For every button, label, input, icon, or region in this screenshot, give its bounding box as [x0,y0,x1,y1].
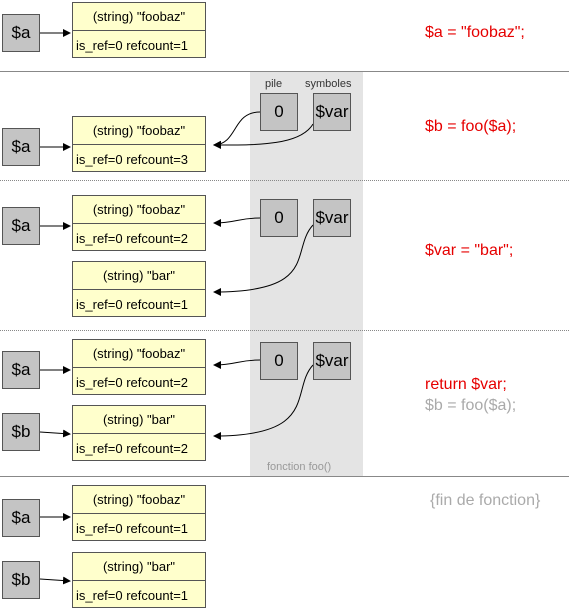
symbol-var: $var [313,93,351,131]
zval-value: (string) "bar" [73,262,205,290]
separator-2 [0,180,569,181]
zval-refcount: is_ref=0 refcount=1 [76,520,189,536]
zval-refcount: is_ref=0 refcount=2 [76,374,189,390]
code-step-5: {fin de fonction} [430,492,541,509]
zval-bar: (string) "bar" is_ref=0 refcount=1 [72,261,206,317]
arrow-stack-step4 [213,359,261,369]
zval-value: (string) "foobaz" [73,117,205,145]
arrow-stack-step2 [213,111,261,149]
separator-3 [0,330,569,331]
code-step-4: return $var; [425,376,507,393]
variable-b: $b [2,413,40,451]
zval-value: (string) "foobaz" [73,3,205,31]
zval-refcount: is_ref=0 refcount=1 [76,296,189,312]
stack-slot: 0 [260,93,298,131]
symbol-var: $var [313,342,351,380]
zval-bar: (string) "bar" is_ref=0 refcount=2 [72,405,206,461]
zval-bar: (string) "bar" is_ref=0 refcount=1 [72,552,206,608]
zval-value: (string) "bar" [73,553,205,581]
zval-refcount: is_ref=0 refcount=3 [76,151,189,167]
arrow-stack-step3 [213,217,261,227]
zval-refcount: is_ref=0 refcount=2 [76,230,189,246]
arrow-b-step4 [39,429,71,438]
zval-value: (string) "foobaz" [73,486,205,514]
variable-a: $a [2,207,40,245]
separator-4 [0,476,569,477]
code-step-1: $a = "foobaz"; [425,24,525,41]
arrow-var-step3 [213,224,314,296]
stack-label: pile [265,78,283,90]
zval-foobaz: (string) "foobaz" is_ref=0 refcount=2 [72,339,206,395]
variable-a: $a [2,351,40,389]
arrow-b-step5 [39,576,71,585]
zval-refcount: is_ref=0 refcount=1 [76,37,189,53]
arrow-var-step4 [213,364,314,440]
variable-a: $a [2,14,40,52]
zval-value: (string) "bar" [73,406,205,434]
symbol-var: $var [313,199,351,237]
code-step-2: $b = foo($a); [425,118,517,135]
zval-value: (string) "foobaz" [73,196,205,224]
variable-a: $a [2,128,40,166]
function-frame-label: fonction foo() [267,461,332,473]
zval-foobaz: (string) "foobaz" is_ref=0 refcount=3 [72,116,206,172]
variable-b: $b [2,561,40,599]
separator-1 [0,71,569,72]
zval-refcount: is_ref=0 refcount=1 [76,587,189,603]
stack-slot: 0 [260,342,298,380]
stack-slot: 0 [260,199,298,237]
arrow-var-step2 [213,123,314,150]
variable-a: $a [2,499,40,537]
code-step-4-context: $b = foo($a); [425,397,517,414]
zval-value: (string) "foobaz" [73,340,205,368]
function-frame-background [250,72,363,476]
zval-refcount: is_ref=0 refcount=2 [76,440,189,456]
zval-foobaz: (string) "foobaz" is_ref=0 refcount=1 [72,2,206,58]
zval-foobaz: (string) "foobaz" is_ref=0 refcount=2 [72,195,206,251]
symbols-label: symboles [305,78,352,90]
zval-foobaz: (string) "foobaz" is_ref=0 refcount=1 [72,485,206,541]
code-step-3: $var = "bar"; [425,242,514,259]
